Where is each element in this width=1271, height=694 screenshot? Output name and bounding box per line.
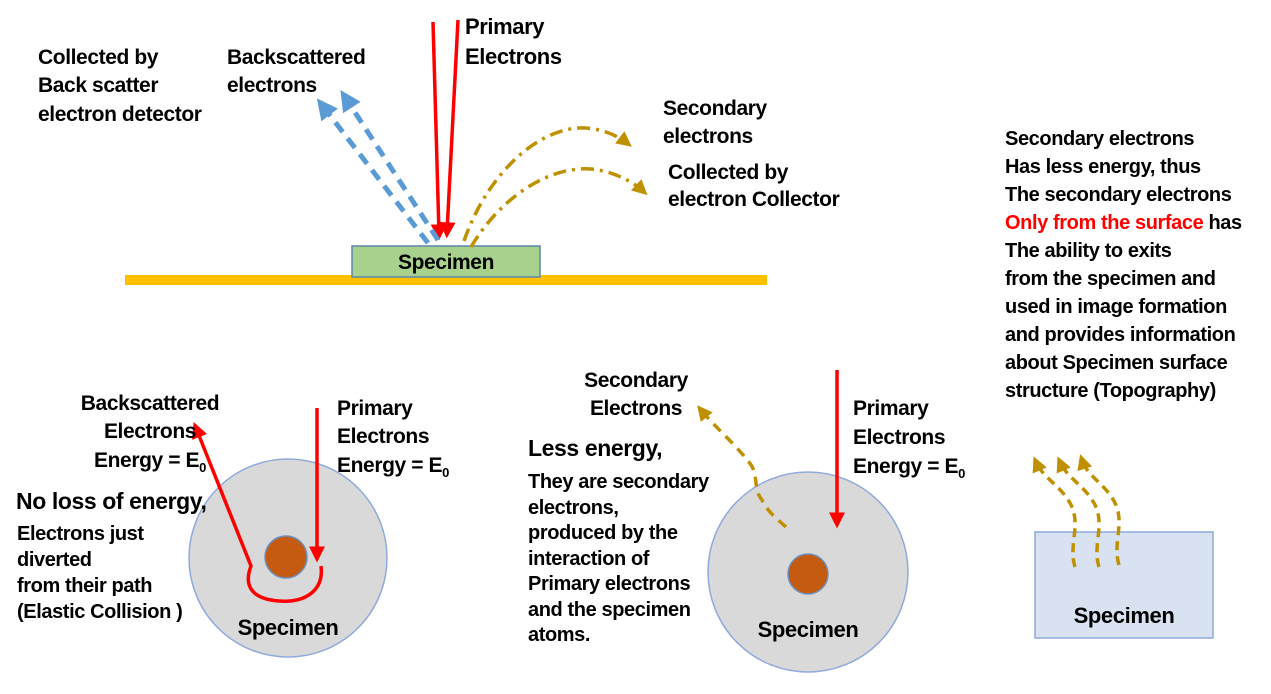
br-specimen-label: Specimen: [1073, 603, 1175, 628]
detector-note: Collected by Back scatter electron detec…: [38, 44, 202, 129]
production-note-line: interaction of: [528, 547, 650, 570]
bl-specimen-label: Specimen: [237, 615, 339, 640]
bm-primary-label: Primary Electrons Energy = E0: [853, 394, 965, 481]
bl-primary-line: Primary: [337, 397, 413, 420]
primary-electron-beam-1: [430, 21, 447, 241]
energy-subscript: 0: [958, 466, 965, 482]
secondary-explanation-panel: Secondary electrons Has less energy, thu…: [1005, 125, 1242, 405]
nucleus-middle: [787, 553, 829, 595]
detector-note-line: Collected by: [38, 46, 159, 69]
collector-note: Collected by electron Collector: [668, 160, 840, 214]
panel-line: Secondary electrons: [1005, 128, 1195, 150]
specimen-rect: [1034, 531, 1214, 639]
highlight-suffix: has: [1203, 212, 1242, 234]
production-note-line: atoms.: [528, 624, 591, 646]
energy-subscript: 0: [442, 464, 449, 480]
production-note-line: electrons,: [528, 496, 619, 519]
panel-line: The ability to exits: [1005, 240, 1172, 262]
bm-primary-energy: Energy = E0: [853, 455, 965, 482]
backscattered-line: electrons: [227, 74, 317, 98]
surface-secondary-arrow-1: [1032, 456, 1077, 568]
bl-backscattered-line: Electrons: [103, 420, 197, 444]
bl-backscattered-line: Backscattered: [80, 392, 220, 415]
collector-note-line: Collected by: [668, 161, 789, 184]
stage-bar: [125, 275, 767, 285]
elastic-note-line: diverted: [17, 549, 92, 571]
primary-line: Primary: [465, 14, 545, 39]
secondary-production-note: They are secondary electrons, produced b…: [528, 470, 709, 649]
production-note-line: and the specimen: [528, 598, 691, 621]
panel-line: The secondary electrons: [1005, 184, 1232, 206]
specimen-box-label: Specimen: [397, 251, 494, 274]
bl-primary-line: Electrons: [337, 425, 430, 449]
secondary-line: Secondary: [663, 97, 767, 120]
primary-line: Electrons: [465, 43, 562, 69]
panel-highlight-line: Only from the surface has: [1005, 209, 1242, 237]
secondary-electron-wavy-middle: [697, 405, 788, 529]
primary-electrons-label-top: Primary Electrons: [465, 12, 562, 71]
backscatter-deflection-path: [192, 422, 323, 603]
no-loss-heading: No loss of energy,: [16, 488, 207, 514]
elastic-note-line: Electrons just: [17, 523, 144, 545]
bm-secondary-label: Secondary Electrons: [566, 367, 706, 424]
panel-line: from the specimen and: [1005, 268, 1216, 290]
bl-backscattered-energy: Energy = E0: [94, 448, 206, 475]
production-note-line: produced by the: [528, 522, 678, 544]
surface-secondary-arrow-2: [1056, 456, 1101, 568]
bm-primary-line: Electrons: [853, 426, 946, 449]
secondary-electrons-label-top: Secondary electrons: [663, 95, 767, 152]
bm-specimen-label: Specimen: [757, 617, 859, 642]
surface-secondary-arrow-3: [1077, 454, 1121, 566]
panel-line: Has less energy, thus: [1005, 156, 1201, 178]
elastic-note-line: from their path: [17, 575, 153, 597]
bl-backscattered-label: Backscattered Electrons Energy = E0: [70, 390, 230, 475]
production-note-line: They are secondary: [528, 471, 709, 493]
elastic-collision-note: Electrons just diverted from their path …: [17, 521, 183, 625]
bm-primary-line: Primary: [853, 397, 929, 420]
secondary-electron-arc-2: [469, 167, 648, 248]
backscattered-arrow-2: [340, 89, 441, 242]
backscattered-line: Backscattered: [227, 46, 366, 69]
highlight-red-text: Only from the surface: [1005, 212, 1204, 234]
production-note-line: Primary electrons: [528, 573, 691, 595]
bm-secondary-line: Electrons: [589, 397, 683, 421]
bm-secondary-line: Secondary: [584, 369, 688, 392]
secondary-electron-arc-1: [462, 126, 632, 242]
panel-line: and provides information: [1005, 324, 1236, 346]
backscattered-arrow-1: [316, 98, 430, 245]
secondary-line: electrons: [663, 125, 753, 149]
specimen-box: [351, 245, 541, 278]
backscattered-electrons-label: Backscattered electrons: [227, 44, 366, 101]
primary-electron-beam-2: [439, 19, 460, 239]
panel-line: structure (Topography): [1005, 380, 1216, 402]
elastic-note-line: (Elastic Collision ): [17, 601, 183, 623]
detector-note-line: electron detector: [38, 102, 202, 126]
nucleus-left: [264, 535, 308, 579]
less-energy-heading: Less energy,: [528, 435, 663, 461]
bl-primary-energy: Energy = E0: [337, 453, 449, 480]
bl-primary-label: Primary Electrons Energy = E0: [337, 395, 449, 480]
collector-note-line: electron Collector: [668, 187, 840, 211]
panel-line: used in image formation: [1005, 296, 1227, 318]
panel-line: about Specimen surface: [1005, 352, 1228, 374]
detector-note-line: Back scatter: [38, 74, 159, 98]
energy-subscript: 0: [199, 459, 206, 475]
